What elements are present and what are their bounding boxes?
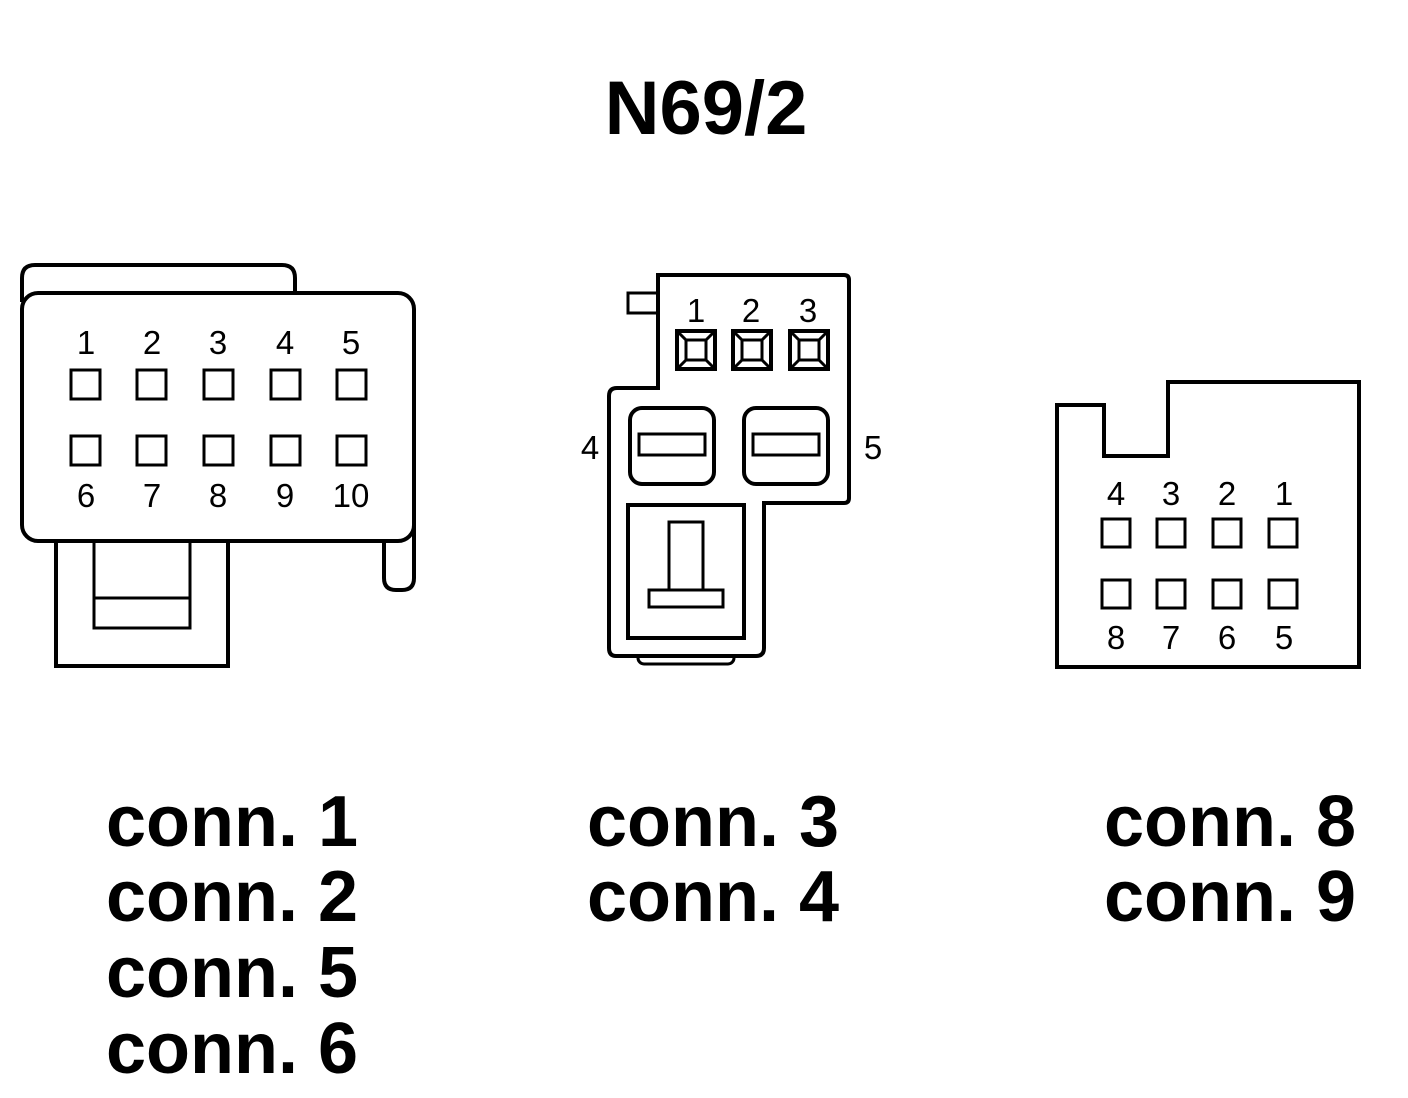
connector-right-labels: conn. 8 conn. 9 — [1104, 782, 1356, 937]
pin-socket — [269, 368, 302, 401]
pin-socket — [1267, 578, 1299, 610]
pin-socket — [1155, 517, 1187, 549]
pin-label: 10 — [333, 477, 370, 514]
pin-label: 9 — [276, 477, 294, 514]
pin-socket — [1155, 578, 1187, 610]
pin-label: 4 — [581, 429, 599, 466]
connector-right: 4 3 2 1 8 7 6 5 — [1055, 380, 1361, 669]
pin-socket — [1211, 517, 1243, 549]
pin-label: 8 — [1107, 619, 1125, 656]
connector-left-latch — [92, 528, 192, 630]
pin-socket — [731, 329, 773, 371]
pin-label: 1 — [1275, 475, 1293, 512]
pin-socket — [788, 329, 830, 371]
pin-socket — [69, 434, 102, 467]
connector-label: conn. 3 — [587, 782, 839, 862]
pin-socket — [675, 329, 717, 371]
pin-label: 5 — [864, 429, 882, 466]
pin-socket — [335, 434, 368, 467]
connector-left-labels: conn. 1 conn. 2 conn. 5 conn. 6 — [106, 782, 358, 1089]
connector-middle-key — [667, 520, 705, 594]
connector-label: conn. 9 — [1104, 857, 1356, 937]
pin-socket — [628, 406, 716, 486]
pin-label: 4 — [276, 324, 294, 361]
connector-middle-key-base — [647, 588, 725, 609]
connector-left: 1 2 3 4 5 6 7 8 9 10 — [20, 263, 416, 668]
pin-label: 2 — [742, 292, 760, 329]
pin-socket — [135, 434, 168, 467]
pin-label: 1 — [687, 292, 705, 329]
pin-socket — [1211, 578, 1243, 610]
connector-label: conn. 2 — [106, 857, 358, 937]
pin-label: 6 — [1218, 619, 1236, 656]
pin-socket — [269, 434, 302, 467]
connector-label: conn. 5 — [106, 933, 358, 1013]
pin-socket — [135, 368, 168, 401]
pin-label: 6 — [77, 477, 95, 514]
pin-socket — [1267, 517, 1299, 549]
pin-label: 1 — [77, 324, 95, 361]
pin-label: 2 — [143, 324, 161, 361]
pin-label: 8 — [209, 477, 227, 514]
pin-socket — [335, 368, 368, 401]
pin-label: 3 — [209, 324, 227, 361]
connector-label: conn. 4 — [587, 857, 839, 937]
pin-socket — [69, 368, 102, 401]
pin-label: 5 — [1275, 619, 1293, 656]
connector-label: conn. 1 — [106, 782, 358, 862]
pin-socket — [1100, 578, 1132, 610]
connector-left-body — [20, 291, 416, 543]
connector-label: conn. 6 — [106, 1009, 358, 1089]
pin-socket — [202, 434, 235, 467]
pin-socket — [1100, 517, 1132, 549]
connector-middle: 1 2 3 — [581, 273, 882, 666]
pin-label: 4 — [1107, 475, 1125, 512]
connector-label: conn. 8 — [1104, 782, 1356, 862]
pin-socket — [742, 406, 830, 486]
pin-label: 5 — [342, 324, 360, 361]
connector-middle-labels: conn. 3 conn. 4 — [587, 782, 839, 937]
pin-label: 7 — [143, 477, 161, 514]
pin-label: 3 — [799, 292, 817, 329]
diagram-title: N69/2 — [605, 66, 808, 151]
pin-label: 7 — [1162, 619, 1180, 656]
pin-label: 2 — [1218, 475, 1236, 512]
pin-socket — [202, 368, 235, 401]
connector-middle-tab — [626, 291, 660, 315]
pin-label: 3 — [1162, 475, 1180, 512]
